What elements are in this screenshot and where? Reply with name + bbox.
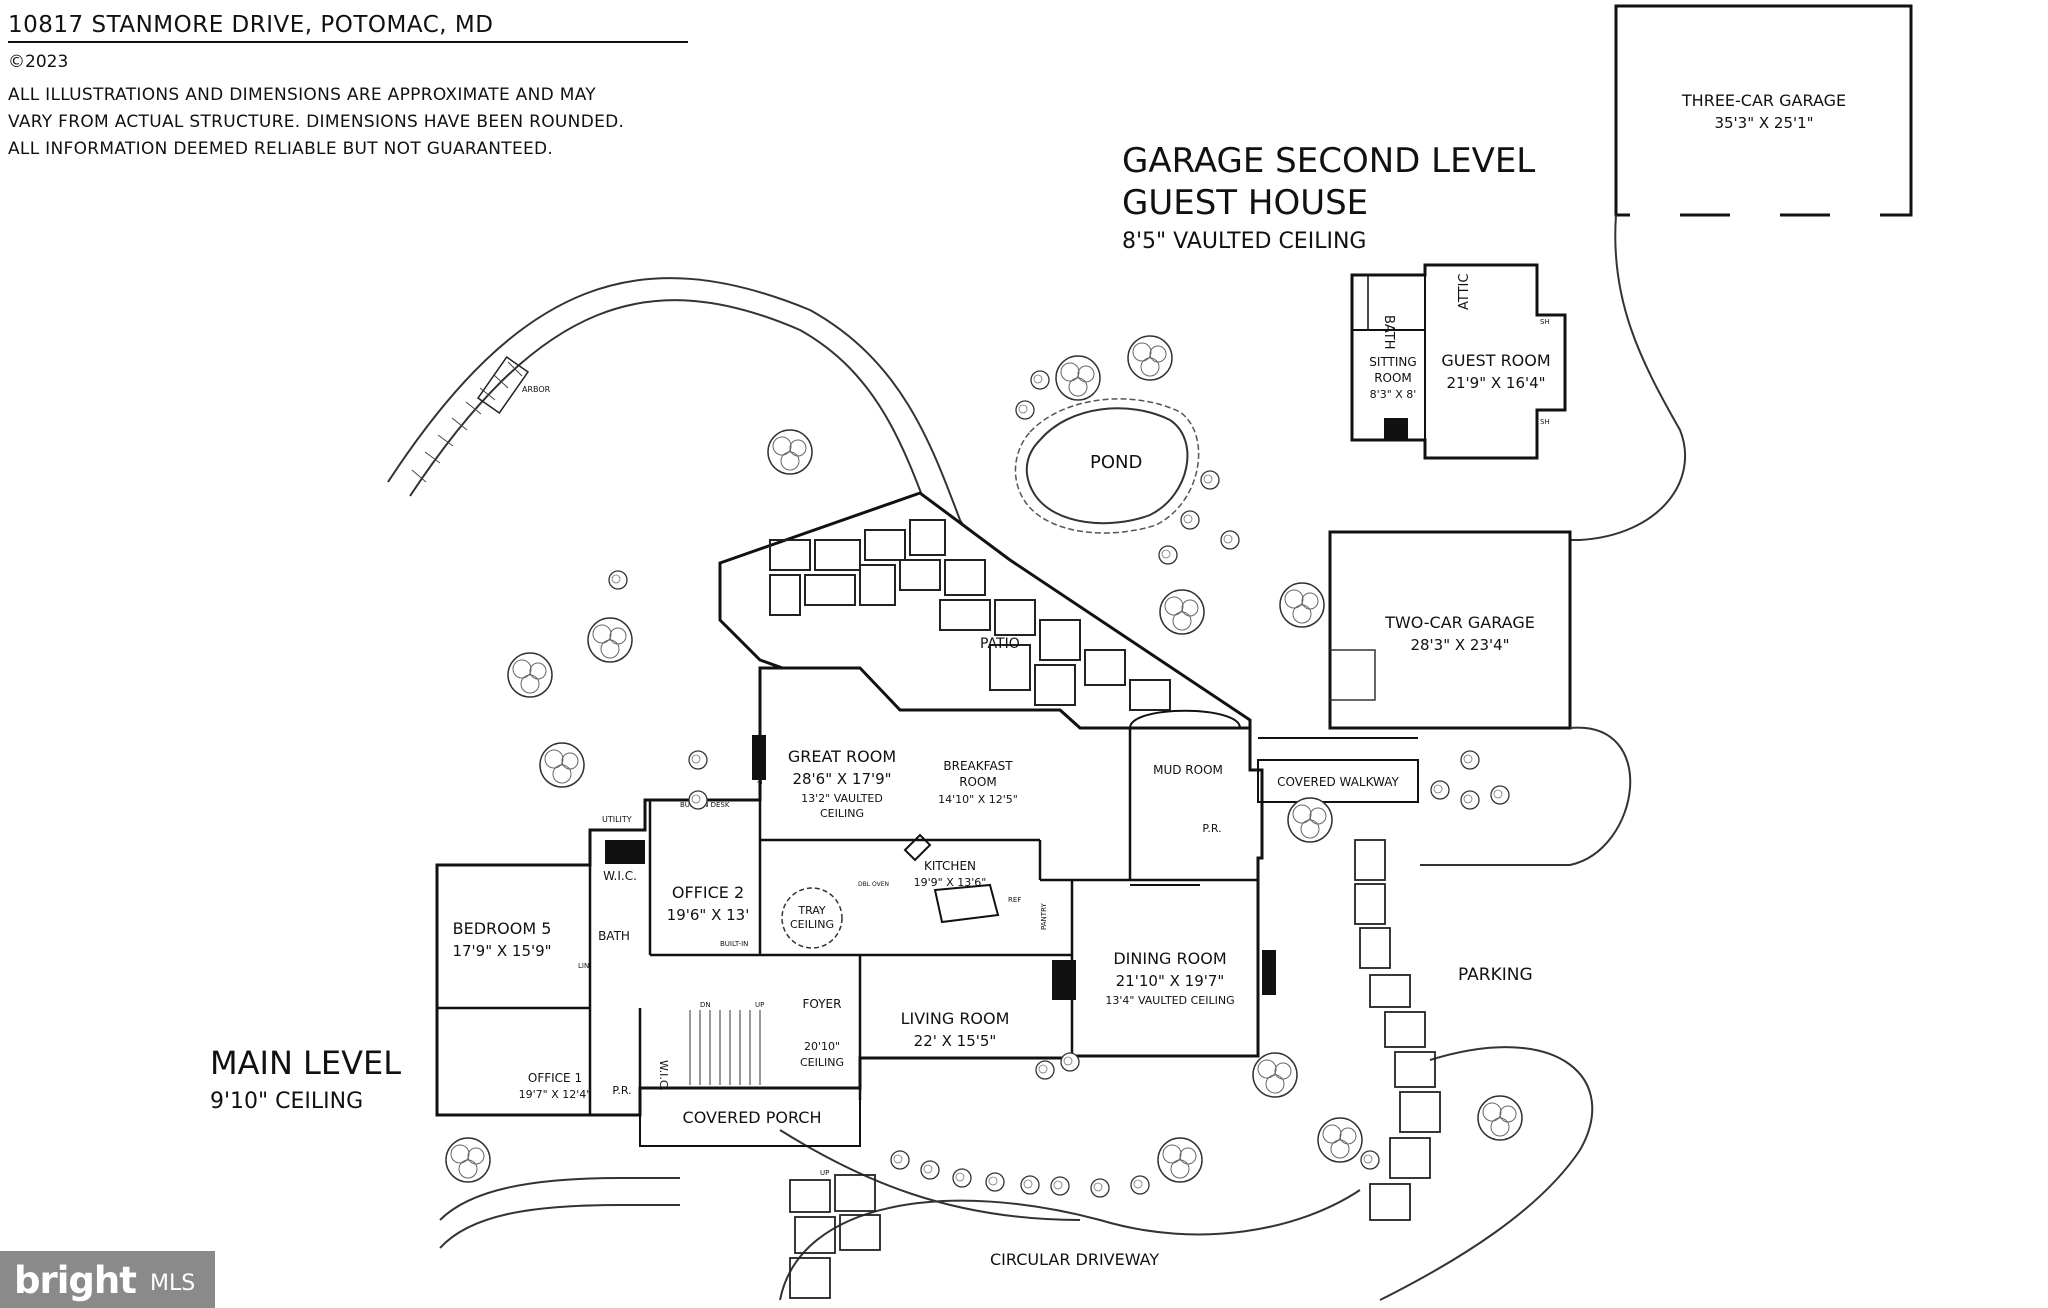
two-car-garage-dims: 28'3" X 23'4"	[1410, 636, 1509, 654]
refr-label: REF	[1008, 896, 1021, 904]
office2-name: OFFICE 2	[672, 883, 744, 902]
three-car-garage-dims: 35'3" X 25'1"	[1714, 114, 1813, 132]
great-room-note: CEILING	[820, 807, 864, 820]
office2-dims: 19'6" X 13'	[667, 906, 750, 924]
built-in-label: BUILT-IN	[720, 940, 748, 948]
garden-path: ARBOR	[387, 277, 986, 571]
bedroom5-name: BEDROOM 5	[453, 919, 552, 938]
parking-label: PARKING	[1458, 965, 1533, 985]
mls-watermark: bright MLS	[0, 1251, 215, 1308]
guest-room-dims: 21'9" X 16'4"	[1446, 374, 1545, 392]
watermark-brand: bright	[14, 1259, 137, 1302]
breakfast-room-name: ROOM	[959, 775, 997, 789]
disclaimer-line: ALL INFORMATION DEEMED RELIABLE BUT NOT …	[8, 139, 554, 159]
guest-house-title: GUEST HOUSE	[1122, 183, 1368, 223]
gas-fp-label: GAS FP	[755, 760, 763, 785]
guest-room-name: GUEST ROOM	[1441, 351, 1550, 370]
bedroom5-dims: 17'9" X 15'9"	[452, 942, 551, 960]
sitting-room-dims: 8'3" X 8'	[1370, 388, 1417, 401]
living-room-dims: 22' X 15'5"	[914, 1032, 997, 1050]
tray-ceiling-label: TRAY	[797, 904, 826, 917]
patio-label: PATIO	[980, 636, 1020, 652]
dining-room-name: DINING ROOM	[1113, 949, 1226, 968]
property-address: 10817 STANMORE DRIVE, POTOMAC, MD	[8, 12, 494, 38]
breakfast-room-name: BREAKFAST	[943, 759, 1013, 773]
kitchen-name: KITCHEN	[924, 859, 976, 873]
utility-label: UTILITY	[602, 815, 632, 824]
dining-room-note: 13'4" VAULTED CEILING	[1105, 994, 1234, 1007]
lin-label: LIN	[578, 962, 589, 970]
gas-fp-label: GAS FP	[1265, 960, 1273, 985]
foyer-note: 20'10"	[804, 1040, 840, 1053]
dn-label: DN	[700, 1001, 711, 1009]
office1-name: OFFICE 1	[528, 1071, 582, 1085]
disclaimer-line: ALL ILLUSTRATIONS AND DIMENSIONS ARE APP…	[8, 85, 596, 105]
great-room-dims: 28'6" X 17'9"	[792, 770, 891, 788]
two-car-garage: TWO-CAR GARAGE 28'3" X 23'4"	[1328, 530, 1572, 730]
garage-level-title: GARAGE SECOND LEVEL	[1122, 141, 1535, 181]
circular-driveway-label: CIRCULAR DRIVEWAY	[990, 1250, 1159, 1269]
tray-ceiling-label: CEILING	[790, 918, 834, 931]
main-level-title: MAIN LEVEL	[210, 1044, 401, 1082]
sh-label: SH	[1540, 418, 1550, 426]
main-house	[435, 666, 1276, 1117]
up-label: UP	[755, 1001, 764, 1009]
wic-label: W.I.C.	[603, 869, 637, 883]
mud-room-label: MUD ROOM	[1153, 763, 1223, 777]
two-car-garage-name: TWO-CAR GARAGE	[1384, 613, 1535, 632]
guest-house: BATH ATTIC SITTING ROOM 8'3" X 8' GUEST …	[1350, 263, 1567, 460]
pond: POND	[1014, 398, 1200, 534]
header-rule	[8, 41, 688, 43]
three-car-garage-name: THREE-CAR GARAGE	[1681, 91, 1846, 110]
breakfast-room-dims: 14'10" X 12'5"	[938, 793, 1018, 806]
driveway-edge	[1570, 214, 1686, 541]
copyright: ©2023	[8, 52, 69, 72]
three-car-garage: THREE-CAR GARAGE 35'3" X 25'1"	[1614, 4, 1913, 217]
pr-label: P.R.	[612, 1084, 631, 1097]
arbor-label: ARBOR	[522, 385, 551, 394]
sitting-room-name: SITTING	[1369, 355, 1416, 369]
paver-walk	[789, 839, 1441, 1299]
covered-walkway: COVERED WALKWAY	[1257, 737, 1419, 803]
main-level-ceiling: 9'10" CEILING	[210, 1089, 363, 1114]
foyer-note: CEILING	[800, 1056, 844, 1069]
sh-label: SH	[1540, 318, 1550, 326]
up-label: UP	[820, 1169, 829, 1177]
dbl-oven-label: DBL OVEN	[858, 881, 889, 888]
pantry-label: PANTRY	[1040, 903, 1048, 930]
disclaimer: ALL ILLUSTRATIONS AND DIMENSIONS ARE APP…	[8, 82, 624, 163]
pond-label: POND	[1090, 452, 1142, 473]
wic-label: W.I.C.	[657, 1060, 670, 1091]
covered-porch-label: COVERED PORCH	[683, 1108, 822, 1127]
dining-room-dims: 21'10" X 19'7"	[1116, 972, 1225, 990]
garage-level-ceiling: 8'5" VAULTED CEILING	[1122, 229, 1366, 254]
great-room-name: GREAT ROOM	[788, 747, 896, 766]
covered-porch: COVERED PORCH	[639, 1087, 861, 1147]
foyer-name: FOYER	[803, 997, 842, 1011]
office1-dims: 19'7" X 12'4"	[519, 1088, 592, 1101]
disclaimer-line: VARY FROM ACTUAL STRUCTURE. DIMENSIONS H…	[8, 112, 625, 132]
driveway-island	[1379, 1046, 1594, 1301]
bath-label: BATH	[1381, 315, 1396, 350]
pr-label: P.R.	[1202, 822, 1221, 835]
bath-label: BATH	[598, 929, 630, 943]
kitchen-dims: 19'9" X 13'6"	[914, 876, 987, 889]
circular-driveway-edge	[779, 1189, 1361, 1301]
covered-walkway-label: COVERED WALKWAY	[1277, 775, 1399, 789]
watermark-suffix: MLS	[150, 1271, 196, 1296]
sitting-room-name: ROOM	[1374, 371, 1412, 385]
parking-edge	[1420, 726, 1632, 866]
living-room-name: LIVING ROOM	[901, 1009, 1010, 1028]
attic-label: ATTIC	[1457, 274, 1472, 310]
great-room-note: 13'2" VAULTED	[801, 792, 883, 805]
